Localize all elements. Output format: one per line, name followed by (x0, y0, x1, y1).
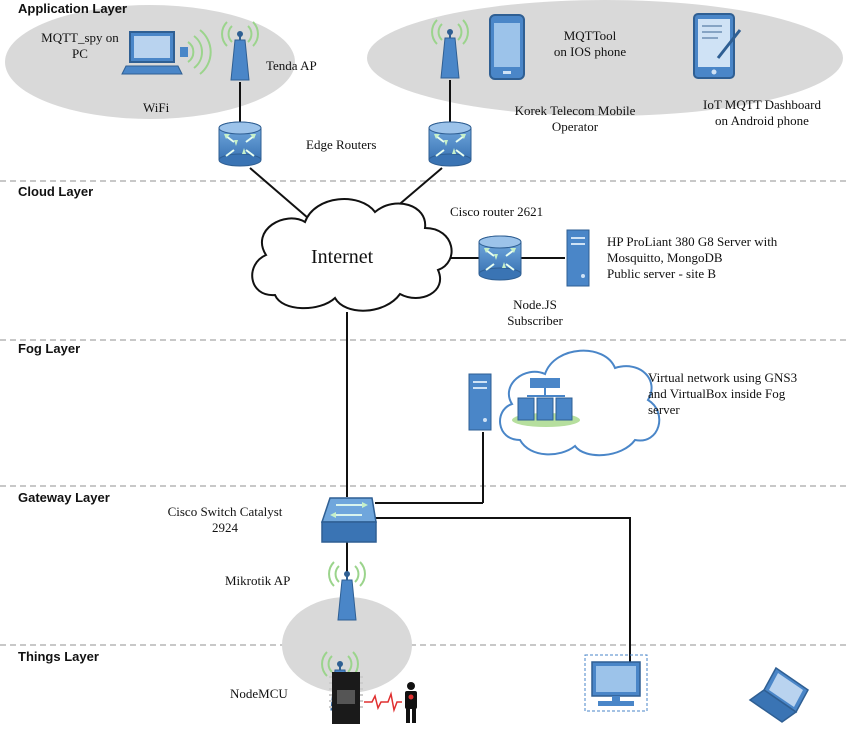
cloud-layer-label: Cloud Layer (18, 184, 94, 199)
fog-virtual-cloud (499, 349, 661, 457)
internet-label: Internet (311, 246, 374, 268)
cisco-switch-icon (320, 497, 377, 543)
fog-layer-label: Fog Layer (18, 341, 81, 356)
gateway-layer-label: Gateway Layer (18, 490, 110, 505)
laptop-icon (748, 666, 809, 723)
things-pc-icon (584, 654, 648, 712)
wifi-label: WiFi (143, 100, 170, 115)
nodemcu-label: NodeMCU (230, 686, 288, 701)
mikrotik-ap-label: Mikrotik AP (225, 573, 291, 588)
tenda-ap-label: Tenda AP (266, 58, 317, 73)
ecg-signal-icon (364, 691, 402, 713)
virtual-servers-icon (512, 378, 580, 427)
patient-figure-icon (405, 682, 417, 723)
edge-routers-label: Edge Routers (306, 137, 377, 152)
android-tablet-icon (693, 13, 742, 79)
internet-cloud (251, 198, 453, 312)
cisco-router-label: Cisco router 2621 (450, 204, 544, 219)
nodemcu-board-icon (329, 672, 363, 724)
edge-router-right-icon (428, 121, 472, 167)
connections (239, 80, 631, 662)
hp-server-icon (566, 229, 590, 287)
things-layer-label: Things Layer (18, 649, 99, 664)
fog-server-icon (468, 373, 492, 431)
application-layer-label: Application Layer (18, 1, 128, 16)
ios-phone-icon (489, 14, 525, 80)
layer-separators (0, 180, 850, 646)
cisco-router-icon (478, 235, 522, 281)
mikrotik-coverage-zone (282, 597, 412, 693)
edge-router-left-icon (218, 121, 262, 167)
pc-icon (121, 29, 212, 75)
